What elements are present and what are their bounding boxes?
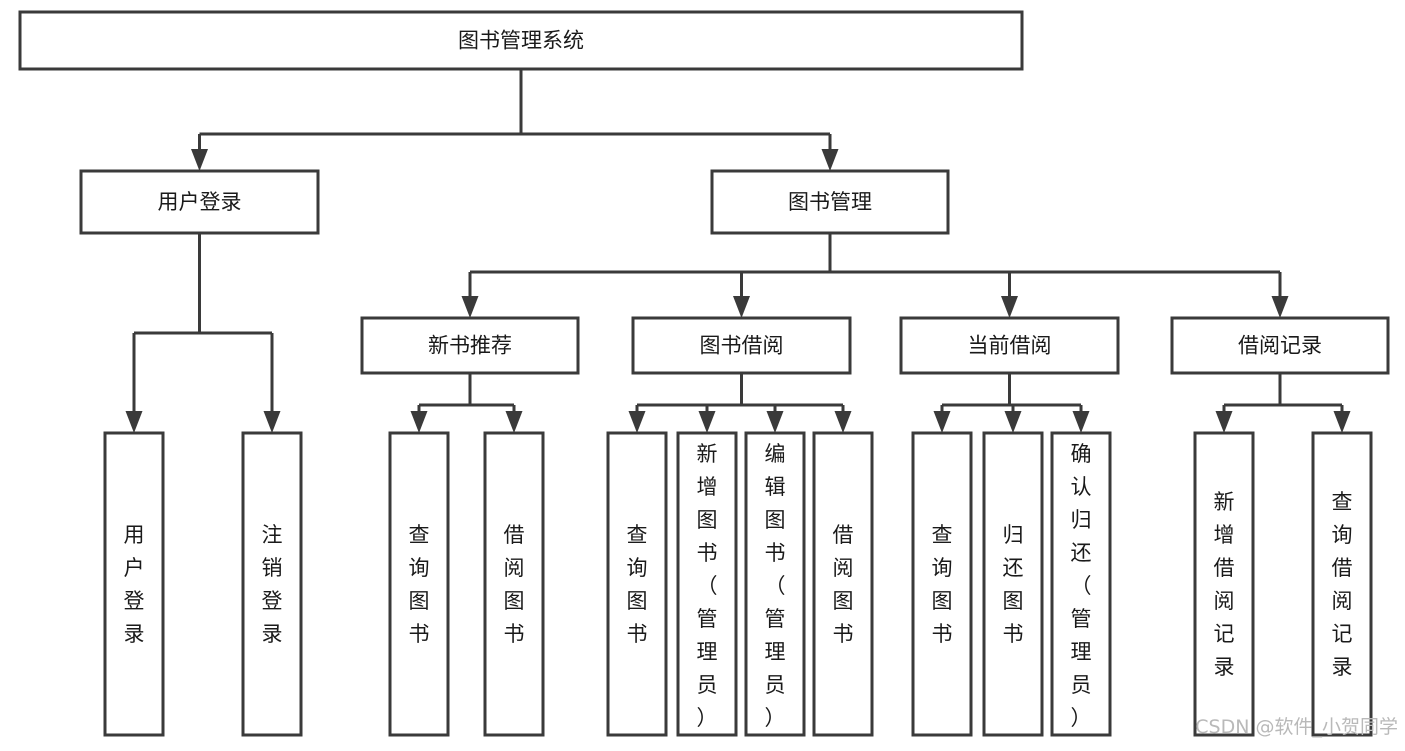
node-label: 新书推荐	[428, 334, 512, 358]
node-label: 借阅图书	[833, 523, 854, 646]
node-leaf_query_book_3[interactable]: 查询图书	[911, 431, 973, 737]
node-box	[79, 169, 320, 235]
connector-group-root	[191, 69, 839, 171]
arrow-head-icon	[410, 411, 428, 433]
arrow-head-icon	[1072, 411, 1090, 433]
node-book_borrow[interactable]: 图书借阅	[631, 316, 852, 375]
node-label: 图书管理	[788, 190, 872, 214]
arrow-head-icon	[1333, 411, 1351, 433]
node-box	[241, 431, 303, 737]
node-label: 借阅图书	[504, 523, 525, 646]
node-borrow_record[interactable]: 借阅记录	[1170, 316, 1390, 375]
arrow-head-icon	[733, 296, 750, 318]
connector-group-borrow_record	[1215, 373, 1351, 433]
node-leaf_borrow_book_2[interactable]: 借阅图书	[812, 431, 874, 737]
arrow-head-icon	[628, 411, 646, 433]
node-box	[812, 431, 874, 737]
node-box	[631, 316, 852, 375]
node-label: 图书管理系统	[458, 29, 584, 53]
node-label: 图书借阅	[700, 334, 784, 358]
node-current_borrow[interactable]: 当前借阅	[899, 316, 1120, 375]
csdn-watermark: CSDN @软件_小贺同学	[1195, 716, 1398, 738]
connectors-layer	[125, 69, 1351, 433]
node-box	[982, 431, 1044, 737]
node-box	[483, 431, 545, 737]
node-leaf_add_record[interactable]: 新增借阅记录	[1193, 431, 1255, 737]
arrow-head-icon	[125, 411, 143, 433]
arrow-head-icon	[505, 411, 523, 433]
node-leaf_query_book_1[interactable]: 查询图书	[388, 431, 450, 737]
arrow-head-icon	[1001, 296, 1018, 318]
node-label: 归还图书	[1003, 523, 1024, 646]
connector-group-user_login	[125, 233, 281, 433]
node-label: 查询图书	[627, 523, 648, 646]
node-box	[911, 431, 973, 737]
arrow-head-icon	[834, 411, 852, 433]
node-user_login[interactable]: 用户登录	[79, 169, 320, 235]
arrow-head-icon	[698, 411, 716, 433]
node-leaf_edit_book[interactable]: 编辑图书（管理员）	[744, 431, 806, 737]
node-leaf_borrow_book_1[interactable]: 借阅图书	[483, 431, 545, 737]
arrow-head-icon	[1271, 296, 1289, 318]
connector-group-new_book_recommend	[410, 373, 523, 433]
connector-group-current_borrow	[933, 373, 1090, 433]
arrow-head-icon	[766, 411, 784, 433]
arrow-head-icon	[263, 411, 281, 433]
node-label: 当前借阅	[968, 334, 1052, 358]
arrow-head-icon	[933, 411, 951, 433]
node-label: 注销登录	[262, 523, 283, 646]
node-box	[388, 431, 450, 737]
node-leaf_user_login[interactable]: 用户登录	[103, 431, 165, 737]
node-leaf_logout[interactable]: 注销登录	[241, 431, 303, 737]
node-box	[676, 431, 738, 737]
node-label: 确认归还（管理员）	[1071, 442, 1092, 730]
node-box	[360, 316, 580, 375]
node-box	[1311, 431, 1373, 737]
node-box	[1170, 316, 1390, 375]
node-label: 新增借阅记录	[1214, 490, 1235, 679]
node-label: 借阅记录	[1238, 334, 1322, 358]
node-box	[744, 431, 806, 737]
connector-group-book_manage	[461, 233, 1289, 318]
node-label: 编辑图书（管理员）	[765, 442, 786, 730]
node-label: 用户登录	[124, 523, 145, 646]
node-box	[606, 431, 668, 737]
node-leaf_query_book_2[interactable]: 查询图书	[606, 431, 668, 737]
node-leaf_confirm_return[interactable]: 确认归还（管理员）	[1050, 431, 1112, 737]
node-box	[18, 10, 1024, 71]
node-label: 用户登录	[158, 190, 242, 214]
arrow-head-icon	[821, 149, 839, 171]
node-root[interactable]: 图书管理系统	[18, 10, 1024, 71]
arrow-head-icon	[191, 149, 208, 171]
node-box	[1050, 431, 1112, 737]
node-leaf_add_book[interactable]: 新增图书（管理员）	[676, 431, 738, 737]
arrow-head-icon	[461, 296, 479, 318]
arrow-head-icon	[1215, 411, 1233, 433]
node-box	[1193, 431, 1255, 737]
arrow-head-icon	[1004, 411, 1022, 433]
nodes-layer: 图书管理系统用户登录图书管理新书推荐图书借阅当前借阅借阅记录用户登录注销登录查询…	[18, 10, 1390, 737]
node-leaf_return_book[interactable]: 归还图书	[982, 431, 1044, 737]
node-label: 新增图书（管理员）	[697, 442, 718, 730]
node-box	[103, 431, 165, 737]
node-leaf_query_record[interactable]: 查询借阅记录	[1311, 431, 1373, 737]
node-label: 查询借阅记录	[1332, 490, 1353, 679]
node-label: 查询图书	[932, 523, 953, 646]
connector-group-book_borrow	[628, 373, 852, 433]
node-box	[710, 169, 950, 235]
node-new_book_recommend[interactable]: 新书推荐	[360, 316, 580, 375]
node-label: 查询图书	[409, 523, 430, 646]
node-book_manage[interactable]: 图书管理	[710, 169, 950, 235]
node-box	[899, 316, 1120, 375]
